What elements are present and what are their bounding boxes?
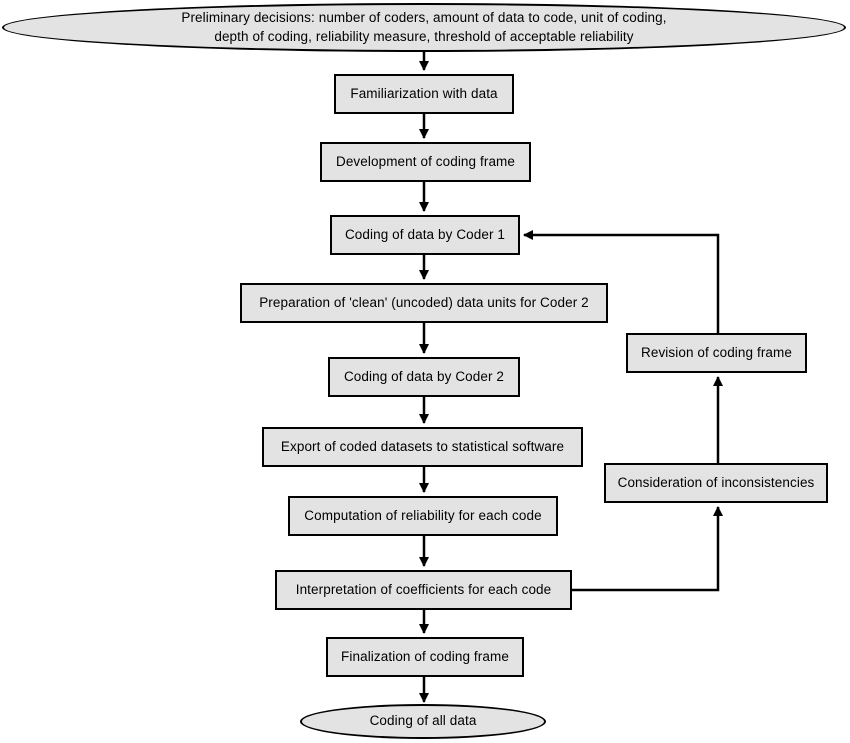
node-finalization-of-coding-frame[interactable]: Finalization of coding frame bbox=[326, 637, 524, 677]
node-label: Computation of reliability for each code bbox=[304, 507, 542, 523]
node-coding-of-all-data[interactable]: Coding of all data bbox=[300, 704, 546, 739]
node-familiarization-with-data[interactable]: Familiarization with data bbox=[334, 74, 514, 114]
node-consideration-of-inconsistencies[interactable]: Consideration of inconsistencies bbox=[604, 463, 828, 503]
node-revision-of-coding-frame[interactable]: Revision of coding frame bbox=[626, 333, 807, 373]
node-preliminary-decisions[interactable]: Preliminary decisions: number of coders,… bbox=[2, 3, 846, 52]
node-label: Consideration of inconsistencies bbox=[617, 474, 815, 490]
node-label: Interpretation of coefficients for each … bbox=[295, 581, 552, 597]
node-label: Finalization of coding frame bbox=[341, 648, 509, 664]
node-computation-of-reliability[interactable]: Computation of reliability for each code bbox=[288, 496, 558, 536]
edge-interpretation-to-consideration bbox=[572, 506, 723, 592]
node-label: Development of coding frame bbox=[335, 153, 516, 169]
node-export-of-coded-datasets[interactable]: Export of coded datasets to statistical … bbox=[262, 427, 583, 467]
node-label: Export of coded datasets to statistical … bbox=[280, 438, 565, 454]
node-label: Coding of all data bbox=[369, 713, 477, 729]
node-label: Familiarization with data bbox=[350, 85, 498, 101]
node-label: Coding of data by Coder 1 bbox=[344, 226, 506, 242]
node-development-of-coding-frame[interactable]: Development of coding frame bbox=[320, 142, 531, 182]
node-label: Coding of data by Coder 2 bbox=[343, 368, 505, 384]
node-coding-of-data-by-coder-2[interactable]: Coding of data by Coder 2 bbox=[328, 357, 520, 397]
node-label: Preparation of 'clean' (uncoded) data un… bbox=[259, 294, 589, 310]
node-preparation-of-clean-data-units[interactable]: Preparation of 'clean' (uncoded) data un… bbox=[240, 283, 608, 323]
node-label: Preliminary decisions: number of coders,… bbox=[181, 10, 667, 44]
node-label: Revision of coding frame bbox=[641, 344, 792, 360]
node-coding-of-data-by-coder-1[interactable]: Coding of data by Coder 1 bbox=[330, 215, 520, 255]
node-interpretation-of-coefficients[interactable]: Interpretation of coefficients for each … bbox=[275, 570, 572, 610]
